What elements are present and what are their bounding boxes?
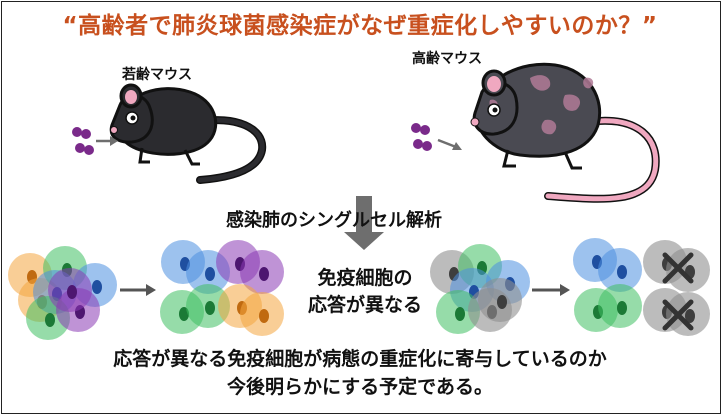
young-infection-arrow [96,136,118,146]
cross-mark-icon [662,252,694,284]
old-mouse-label: 高齢マウス [412,51,482,67]
old-mixed-cell-cluster [430,244,530,334]
old-bacteria [411,123,432,151]
young-mouse-label: 若齢マウス [122,67,192,83]
old-infection-arrow [437,138,462,150]
conclusion-line2: 今後明らかにする予定である。 [226,376,493,398]
analysis-label: 感染肺のシングルセル解析 [226,210,442,231]
conclusion-line1: 応答が異なる免疫細胞が病態の重症化に寄与しているのか [113,348,607,370]
center-text-line2: 応答が異なる [307,294,422,316]
old-mouse [470,62,660,203]
young-mixed-cell-cluster [8,246,117,340]
cross-mark-icon [662,299,694,331]
headline: “高齢者で肺炎球菌感染症がなぜ重症化しやすいのか？” [62,13,658,39]
young-mouse [109,83,267,184]
young-bacteria [72,127,94,155]
center-text-line1: 免疫細胞の [317,267,413,289]
young-sorted-cell-groups [160,240,284,336]
analysis-down-arrow [344,196,384,250]
old-lost-cell-groups [643,240,710,336]
old-sorted-cell-groups [573,238,642,332]
old-cells-arrow [532,284,570,296]
young-cells-arrow [120,284,156,296]
